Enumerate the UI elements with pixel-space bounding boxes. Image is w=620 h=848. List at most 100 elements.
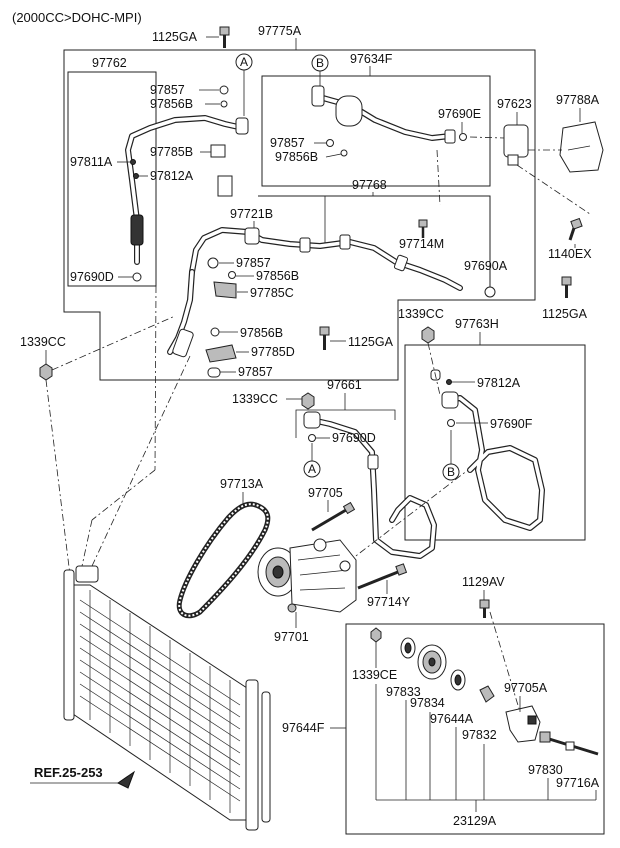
diagram-title: (2000CC>DOHC-MPI)	[12, 10, 142, 25]
label-1125GA-top: 1125GA	[152, 30, 198, 44]
label-97856B-c: 97856B	[256, 269, 299, 283]
bolt-1140EX	[568, 217, 583, 241]
label-97857-b: 97857	[270, 136, 305, 150]
pulley-97834	[417, 644, 447, 680]
seal-97856B-c	[228, 271, 236, 279]
label-97690A: 97690A	[464, 259, 508, 273]
marker-B-low: B	[442, 463, 460, 481]
label-1140EX: 1140EX	[548, 247, 592, 261]
label-97857-d: 97857	[238, 365, 273, 379]
label-1339CE: 1339CE	[352, 668, 397, 682]
label-97623: 97623	[497, 97, 532, 111]
label-1125GA-right: 1125GA	[542, 307, 588, 321]
bolt-1125GA-mid	[319, 326, 330, 350]
oring-97690A	[484, 286, 496, 298]
oring-97857-d	[207, 367, 221, 378]
svg-text:A: A	[308, 462, 316, 476]
label-1339CC-right: 1339CC	[398, 307, 444, 321]
cap-97832	[479, 685, 495, 703]
label-97716A: 97716A	[556, 776, 600, 790]
belt-97713A	[176, 501, 271, 619]
nut-1339CE	[370, 627, 382, 643]
sensor-97623	[503, 124, 529, 166]
marker-B-top: B	[311, 54, 329, 72]
fitting-97762-lower	[130, 214, 144, 246]
seal-97856B-a	[220, 100, 228, 108]
bolt-97714Y	[357, 563, 408, 590]
label-97721B: 97721B	[230, 207, 273, 221]
label-97833: 97833	[386, 685, 421, 699]
bolt-97714M	[418, 219, 428, 238]
nut-1339CC-mid	[301, 392, 315, 410]
label-1125GA-mid: 1125GA	[348, 335, 394, 349]
label-97714M: 97714M	[399, 237, 444, 251]
label-97857-a: 97857	[150, 83, 185, 97]
bracket-97785D	[205, 344, 237, 363]
box-97762	[67, 71, 157, 287]
marker-A-top: A	[235, 53, 253, 71]
bolt-1125GA-top	[219, 26, 230, 48]
bolt-1129AV	[479, 599, 490, 618]
label-97775A: 97775A	[258, 24, 302, 38]
label-97690F: 97690F	[490, 417, 533, 431]
svg-text:A: A	[240, 55, 248, 69]
label-97701: 97701	[274, 630, 309, 644]
fitting-97762-end	[235, 117, 249, 135]
label-97811A: 97811A	[70, 155, 113, 169]
label-97768: 97768	[352, 178, 387, 192]
box-97763H	[404, 344, 586, 541]
label-97785D: 97785D	[251, 345, 295, 359]
label-1339CC-mid: 1339CC	[232, 392, 278, 406]
oring-97857-a	[219, 85, 229, 95]
label-97785B: 97785B	[150, 145, 193, 159]
tensioner-bolt-97830	[539, 731, 599, 756]
label-97830: 97830	[528, 763, 563, 777]
label-97857-c: 97857	[236, 256, 271, 270]
seal-97856B-b	[340, 149, 348, 157]
bracket-97705A	[505, 705, 541, 743]
nut-1339CC-right	[421, 326, 435, 344]
label-97856B-a: 97856B	[150, 97, 193, 111]
cover-97788A	[559, 121, 604, 173]
box-23129A	[345, 623, 605, 835]
oring-97690F	[447, 419, 455, 427]
svg-text:B: B	[447, 465, 455, 479]
label-97834: 97834	[410, 696, 445, 710]
label-97705: 97705	[308, 486, 343, 500]
label-97705A: 97705A	[504, 681, 548, 695]
label-97762: 97762	[92, 56, 127, 70]
oring-97690D-a	[132, 272, 142, 282]
label-97644F: 97644F	[282, 721, 325, 735]
label-97785C: 97785C	[250, 286, 294, 300]
box-97768	[258, 195, 491, 296]
label-97713A: 97713A	[220, 477, 264, 491]
marker-A-low: A	[303, 460, 321, 478]
label-97714Y: 97714Y	[367, 595, 411, 609]
bearing-97644A	[450, 669, 466, 691]
fitting-97721B	[244, 227, 260, 245]
clip-97812A-a	[217, 175, 233, 197]
oring-97857-b	[326, 139, 334, 147]
label-97763H: 97763H	[455, 317, 499, 331]
seal-97856B-d	[210, 327, 220, 337]
label-1129AV: 1129AV	[462, 575, 505, 589]
label-97832: 97832	[462, 728, 497, 742]
nut-1339CC-left	[39, 363, 53, 381]
condenser	[63, 565, 271, 831]
label-97661: 97661	[327, 378, 362, 392]
fitting-97763H	[441, 391, 459, 409]
muffler-97634F	[335, 95, 363, 127]
ref-label: REF.25-253	[34, 765, 103, 780]
compressor-97701	[257, 538, 357, 613]
label-97812A-a: 97812A	[150, 169, 194, 183]
label-97812A-b: 97812A	[477, 376, 521, 390]
oring-97857-c	[207, 257, 219, 269]
bracket-97785C	[213, 281, 237, 299]
box-97634F	[261, 75, 491, 187]
label-97644A: 97644A	[430, 712, 474, 726]
label-97690D-b: 97690D	[332, 431, 376, 445]
bracket-97785B	[210, 144, 226, 158]
label-97690E: 97690E	[438, 107, 481, 121]
fitting-97661	[303, 411, 321, 429]
